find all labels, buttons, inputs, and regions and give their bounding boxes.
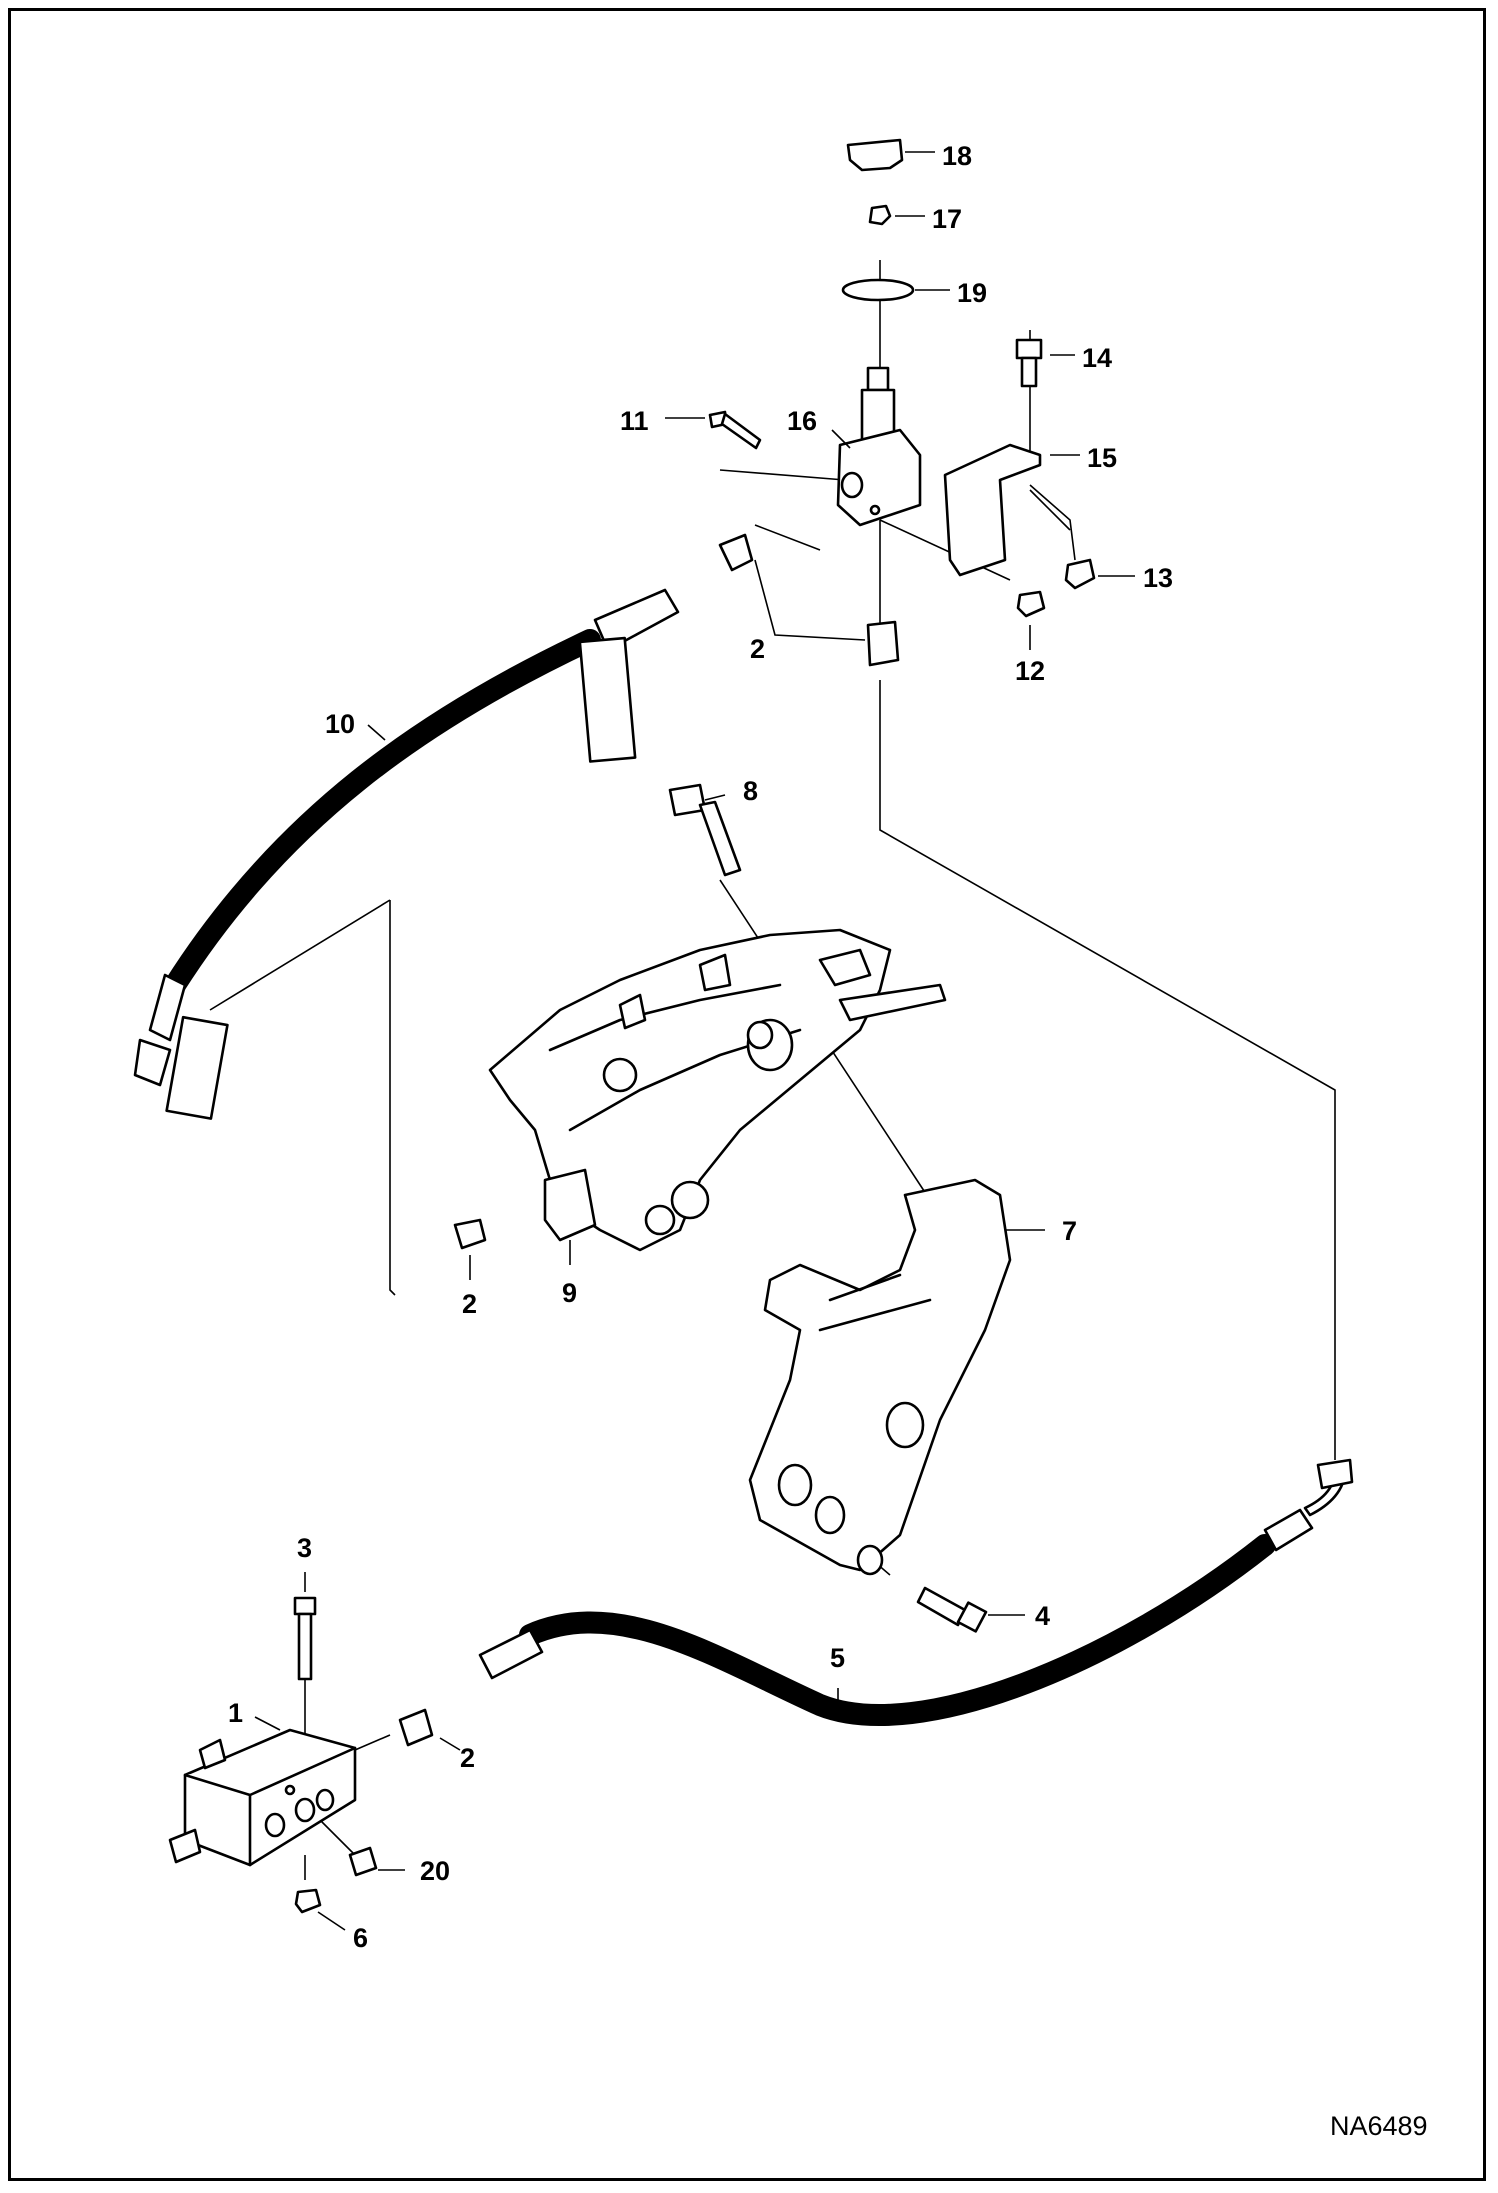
callouts: 18 17 19 14 11 16 15 13 12 2 10 8 2 9 7 …	[228, 141, 1173, 1953]
callout-5: 5	[830, 1643, 845, 1673]
part-7-bracket	[748, 1178, 1012, 1576]
leader-lines	[254, 151, 1135, 1931]
callout-13: 13	[1143, 563, 1173, 593]
part-11-bolt	[708, 410, 762, 450]
part-19-disc	[841, 278, 915, 302]
part-2-fitting-lower	[398, 1708, 434, 1747]
callout-10: 10	[325, 709, 355, 739]
callout-4: 4	[1035, 1601, 1050, 1631]
callout-6: 6	[353, 1923, 368, 1953]
part-13-nut	[1064, 558, 1096, 590]
callout-7: 7	[1062, 1216, 1077, 1246]
callout-14: 14	[1082, 343, 1112, 373]
part-15-bracket	[943, 443, 1042, 577]
part-4-bolt	[916, 1586, 988, 1633]
callout-20: 20	[420, 1856, 450, 1886]
part-6-nut	[294, 1888, 322, 1914]
callout-12: 12	[1015, 656, 1045, 686]
callout-2-lower: 2	[460, 1743, 475, 1773]
part-14-bolt	[1015, 338, 1043, 388]
part-2-fitting-upper-right	[866, 620, 900, 667]
callout-15: 15	[1087, 443, 1117, 473]
part-3-bolt	[293, 1596, 317, 1681]
part-12-nut	[1016, 590, 1046, 618]
figure-id: NA6489	[1330, 2111, 1428, 2141]
part-2-fitting-upper-left	[718, 533, 754, 572]
callout-19: 19	[957, 278, 987, 308]
part-10-hose	[133, 588, 680, 1120]
part-16-valve	[836, 366, 922, 527]
part-8-bolt	[668, 783, 742, 877]
part-17-nut	[868, 204, 892, 226]
callout-18: 18	[942, 141, 972, 171]
callout-8: 8	[743, 776, 758, 806]
callout-16: 16	[787, 406, 817, 436]
callout-1: 1	[228, 1698, 243, 1728]
part-5-hose	[478, 1458, 1354, 1727]
part-18-cap	[846, 138, 904, 172]
callout-2-upper: 2	[750, 634, 765, 664]
part-20-plug	[348, 1846, 378, 1877]
callout-11: 11	[620, 406, 649, 436]
part-9-pump	[488, 928, 947, 1252]
callout-2-middle: 2	[462, 1289, 477, 1319]
callout-3: 3	[297, 1533, 312, 1563]
callout-9: 9	[562, 1278, 577, 1308]
callout-17: 17	[932, 204, 962, 234]
part-1-manifold	[168, 1728, 357, 1867]
part-2-fitting-middle	[453, 1218, 487, 1250]
